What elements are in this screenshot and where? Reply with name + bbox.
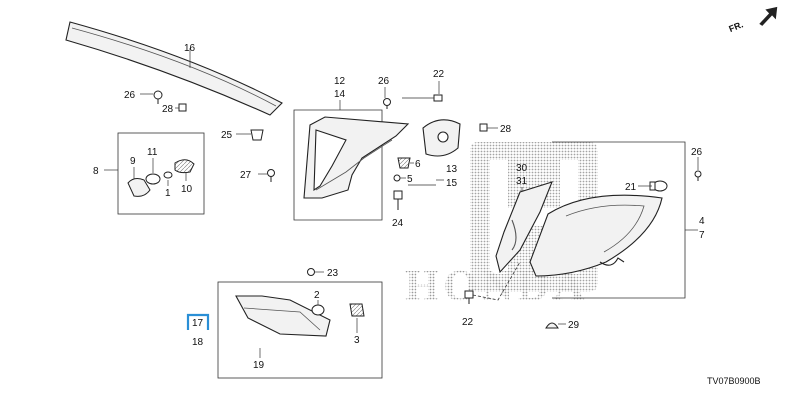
label-3: 3 [354,335,360,346]
dashed-lead-22b [472,261,521,301]
label-26-c: 26 [691,147,703,158]
part-4-7-tail-light [529,194,663,277]
label-17: 17 [192,318,204,329]
part-11-gasket [145,173,161,185]
label-19: 19 [253,360,265,371]
clip-28-b [479,123,488,132]
group-12-14-box [293,109,383,221]
label-7: 7 [699,230,705,241]
clip-27 [267,169,275,182]
part-19-reflector [235,295,331,337]
part-13-bracket [422,119,461,157]
label-1: 1 [165,188,171,199]
label-27: 27 [240,170,252,181]
part-16-spoiler [65,21,283,116]
clip-26-a [153,90,163,104]
label-24: 24 [392,218,404,229]
bulb-21 [649,180,668,192]
label-9: 9 [130,156,136,167]
bulb-2 [311,304,325,316]
group-19-box [217,281,383,379]
label-8: 8 [93,166,99,177]
socket-3 [349,303,365,317]
label-14: 14 [334,89,346,100]
label-18: 18 [192,337,204,348]
label-29: 29 [568,320,580,331]
highlight-bracket-17 [186,313,210,330]
clip-23 [307,268,315,276]
label-22-b: 22 [462,317,474,328]
label-22-a: 22 [433,69,445,80]
clip-5 [393,174,401,182]
part-12-14-trim-panel [303,116,410,199]
clip-28-a [178,103,187,112]
group-4-7-box [552,141,686,299]
screw-24 [393,190,403,210]
part-1-bulb [163,171,173,179]
bolt-22-a [433,94,443,102]
label-28-b: 28 [500,124,512,135]
direction-label: FR. [727,19,744,34]
group-8-box [117,132,205,215]
label-30: 30 [516,163,528,174]
label-10: 10 [181,184,193,195]
label-5: 5 [407,174,413,185]
label-28-a: 28 [162,104,174,115]
label-6: 6 [415,159,421,170]
label-26-b: 26 [378,76,390,87]
label-4: 4 [699,216,705,227]
diagram-code: TV07B0900B [707,376,761,386]
part-30-31-housing [495,181,553,274]
label-13: 13 [446,164,458,175]
label-12: 12 [334,76,346,87]
clip-26-b [383,98,391,109]
label-26-a: 26 [124,90,136,101]
part-9-socket [127,178,151,197]
clip-6 [397,157,411,169]
label-23: 23 [327,268,339,279]
front-direction-indicator: FR. [727,6,778,34]
label-15: 15 [446,178,458,189]
part-10-lens [174,159,195,174]
grommet-29 [545,322,559,329]
label-21: 21 [625,182,637,193]
clip-26-c [694,170,702,181]
arrow-icon [759,6,778,26]
clip-25 [250,129,264,141]
label-25: 25 [221,130,233,141]
label-11: 11 [147,147,158,158]
bolt-22-b [464,290,474,304]
label-16: 16 [184,43,196,54]
label-31: 31 [516,176,528,187]
label-2: 2 [314,290,320,301]
